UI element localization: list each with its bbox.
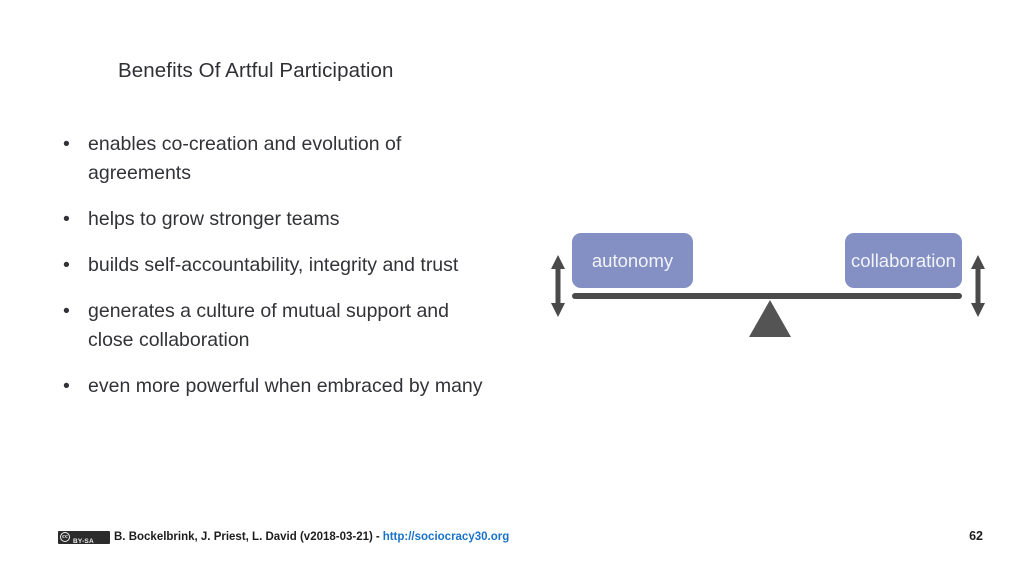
footer-authors: B. Bockelbrink, J. Priest, L. David (v20… — [114, 531, 373, 543]
list-item-text: helps to grow stronger teams — [88, 208, 340, 230]
slide-title: Benefits Of Artful Participation — [118, 59, 394, 82]
scale-box-autonomy: autonomy — [572, 233, 693, 288]
cc-mark: cc — [60, 532, 70, 542]
bullet-marker-icon: • — [63, 208, 70, 230]
list-item-text: enables co-creation and evolution of agr… — [88, 133, 402, 184]
list-item: • enables co-creation and evolution of a… — [58, 130, 498, 188]
double-headed-vertical-arrow-icon — [548, 255, 568, 317]
page-number: 62 — [969, 529, 983, 543]
list-item: • helps to grow stronger teams — [58, 205, 498, 234]
list-item-text: even more powerful when embraced by many — [88, 375, 483, 397]
list-item: • even more powerful when embraced by ma… — [58, 372, 498, 401]
triangle-fulcrum-icon — [749, 300, 791, 337]
benefits-bullet-list: • enables co-creation and evolution of a… — [58, 130, 498, 418]
double-headed-vertical-arrow-icon — [968, 255, 988, 317]
bullet-marker-icon: • — [63, 133, 70, 155]
bullet-marker-icon: • — [63, 254, 70, 276]
cc-terms: BY-SA — [73, 537, 94, 545]
footer-separator: - — [375, 531, 380, 543]
balance-scale-diagram: autonomy collaboration — [540, 222, 1006, 362]
scale-beam — [572, 293, 962, 299]
scale-box-collaboration: collaboration — [845, 233, 962, 288]
footer-url-link[interactable]: http://sociocracy30.org — [382, 531, 510, 543]
list-item: • builds self-accountability, integrity … — [58, 251, 498, 280]
creative-commons-by-sa-badge-icon: cc BY-SA — [58, 530, 110, 545]
bullet-marker-icon: • — [63, 300, 70, 322]
list-item: • generates a culture of mutual support … — [58, 297, 498, 355]
bullet-marker-icon: • — [63, 375, 70, 397]
footer-credit: cc BY-SA B. Bockelbrink, J. Priest, L. D… — [58, 528, 509, 546]
slide-footer: cc BY-SA B. Bockelbrink, J. Priest, L. D… — [0, 528, 1024, 558]
list-item-text: builds self-accountability, integrity an… — [88, 254, 459, 276]
list-item-text: generates a culture of mutual support an… — [88, 300, 449, 351]
